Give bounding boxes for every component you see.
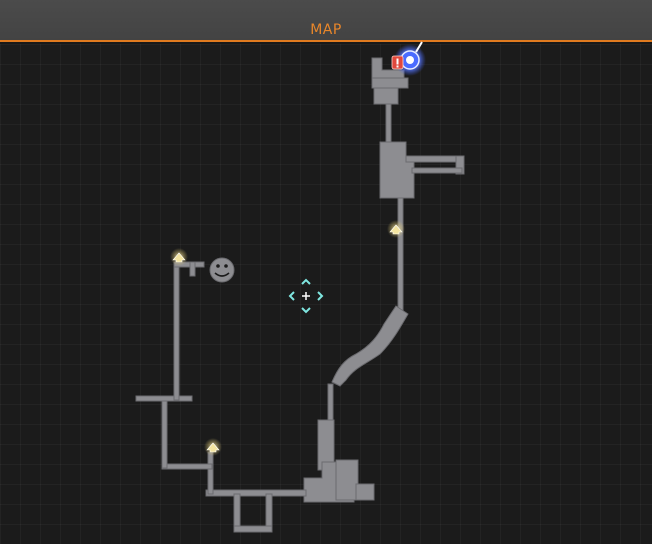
corridor-upper-east	[405, 155, 465, 163]
room-bottom-east	[355, 483, 375, 501]
save-point-icon[interactable]	[170, 248, 188, 266]
corridor-save-down	[207, 451, 214, 495]
alert-icon[interactable]	[391, 55, 404, 70]
corridor-left-vertical-low	[161, 399, 168, 469]
corridor-top-vertical	[385, 103, 392, 145]
corridor-right-vertical	[397, 197, 404, 311]
corridor-upper-east-2	[411, 167, 463, 174]
map-cursor-crosshair-icon[interactable]	[288, 278, 324, 314]
map-title: MAP	[310, 22, 342, 38]
corridor-cavern-down	[327, 383, 334, 423]
room-bottom-inner	[335, 459, 359, 501]
save-point-icon[interactable]	[387, 220, 405, 238]
smiley-room-icon	[209, 257, 235, 283]
cavern-winding	[331, 305, 409, 387]
corridor-left-cross	[135, 395, 193, 402]
room-top-bar	[371, 77, 409, 89]
corridor-upper-east-end	[455, 155, 465, 175]
corridor-bottom-long	[205, 489, 307, 497]
corridor-left-top	[173, 261, 205, 268]
room-upper-chamber	[379, 141, 415, 199]
room-top-block	[373, 87, 399, 105]
corridor-left-top-stub	[189, 261, 196, 277]
corridor-left-bottom	[161, 463, 213, 470]
save-point-icon[interactable]	[204, 438, 222, 456]
corridor-bottom-loop	[233, 525, 273, 533]
map-header: MAP	[0, 0, 652, 42]
map-rooms	[135, 57, 465, 533]
corridor-left-vertical	[173, 261, 180, 401]
